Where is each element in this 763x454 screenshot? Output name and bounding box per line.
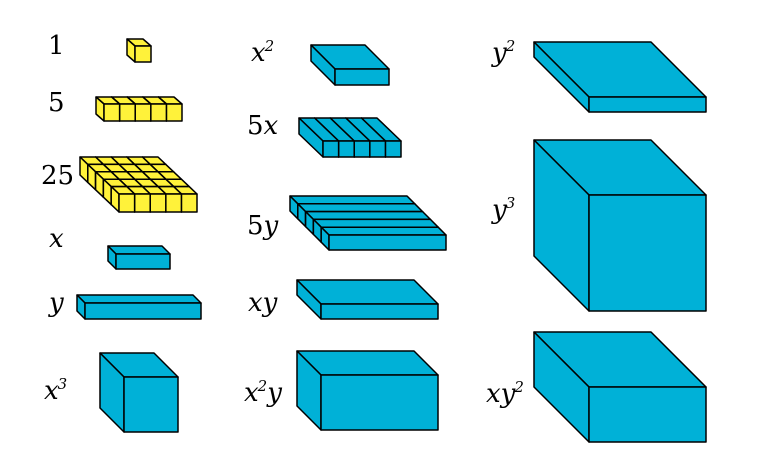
label-num: 25 xyxy=(41,161,75,191)
tile-25-block xyxy=(79,156,198,213)
tile-5-label: 5 xyxy=(48,90,65,116)
tile-x3-label: x3 xyxy=(44,375,68,406)
tile-xy2-block xyxy=(533,331,707,443)
front-face xyxy=(369,140,387,158)
label-var: x xyxy=(263,111,279,141)
tile-5y-block xyxy=(289,195,447,251)
label-num: 5 xyxy=(48,88,65,118)
front-face xyxy=(149,193,167,213)
front-face xyxy=(134,103,152,122)
label-var: y xyxy=(492,195,507,225)
front-face xyxy=(322,140,340,158)
tile-y3-label: y3 xyxy=(492,194,516,225)
tile-25-label: 25 xyxy=(41,163,74,189)
tile-xy-label: xy xyxy=(248,290,277,316)
label-sup: 2 xyxy=(505,37,516,55)
front-face xyxy=(588,386,707,443)
tile-x2-block xyxy=(310,44,390,86)
front-face xyxy=(337,140,355,158)
tile-5y-label: 5y xyxy=(247,213,278,239)
front-face xyxy=(588,194,707,312)
tile-y-label: y xyxy=(49,290,64,316)
front-face xyxy=(84,302,202,320)
top-face xyxy=(297,203,424,213)
label-num: 5 xyxy=(247,211,264,241)
front-face xyxy=(588,96,707,113)
front-face xyxy=(165,103,183,122)
front-face xyxy=(123,376,179,433)
front-face xyxy=(150,103,168,122)
front-face xyxy=(134,45,152,63)
label-num: 5 xyxy=(247,111,264,141)
tile-5x-block xyxy=(298,117,402,158)
label-var: xy xyxy=(248,288,278,318)
top-face xyxy=(304,210,432,221)
tile-x-label: x xyxy=(49,226,64,252)
tile-y3-block xyxy=(533,139,707,312)
front-face xyxy=(384,140,402,158)
top-face xyxy=(312,218,439,228)
tile-xy-block xyxy=(296,279,439,320)
top-face xyxy=(107,245,171,255)
label-var: x xyxy=(251,38,266,68)
front-face xyxy=(118,103,136,122)
tile-y-block xyxy=(76,294,202,320)
tile-x3-block xyxy=(99,352,179,433)
tile-x-block xyxy=(107,245,171,270)
label-sup: 2 xyxy=(514,378,524,396)
tile-5-block xyxy=(95,96,183,122)
label-var: x xyxy=(44,376,59,406)
label-sup: 3 xyxy=(57,375,68,393)
label-num: 1 xyxy=(48,31,65,61)
label-var: xy xyxy=(486,379,516,409)
tile-5x-label: 5x xyxy=(247,113,278,139)
top-face xyxy=(76,294,202,304)
front-face xyxy=(165,193,183,213)
label-sup: 3 xyxy=(505,194,516,212)
front-face xyxy=(133,193,151,213)
label-var: x xyxy=(49,224,64,254)
label-var: y xyxy=(49,288,64,318)
label-var: x xyxy=(244,378,259,408)
front-face xyxy=(320,303,439,320)
tile-x2-label: x2 xyxy=(251,37,275,68)
label-var: y xyxy=(263,211,279,241)
front-face xyxy=(353,140,371,158)
front-face xyxy=(328,234,447,251)
tile-x2y-label: x2y xyxy=(244,377,282,408)
front-face xyxy=(115,253,171,270)
tile-y2-label: y2 xyxy=(492,37,516,68)
tile-1-block xyxy=(126,38,152,63)
top-face xyxy=(320,226,447,236)
front-face xyxy=(103,103,121,122)
tile-x2y-block xyxy=(296,350,439,431)
front-face xyxy=(118,193,136,213)
front-face xyxy=(180,193,198,213)
tile-1-label: 1 xyxy=(48,33,65,59)
tile-xy2-label: xy2 xyxy=(486,378,524,409)
label-sup: 2 xyxy=(257,377,268,395)
label-tail: y xyxy=(267,378,282,408)
label-sup: 2 xyxy=(264,37,275,55)
front-face xyxy=(334,68,390,86)
front-face xyxy=(320,374,439,431)
tile-y2-block xyxy=(533,41,707,113)
top-face xyxy=(289,195,416,205)
label-var: y xyxy=(492,38,507,68)
